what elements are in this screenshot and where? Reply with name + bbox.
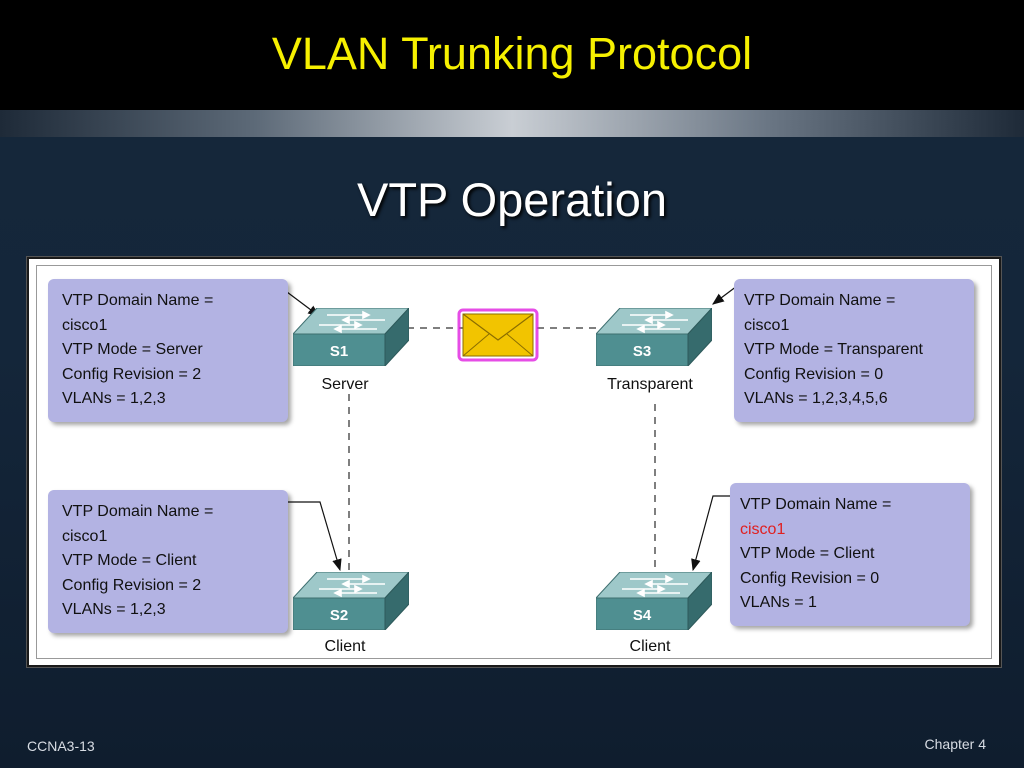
switch-s2: S2 (291, 570, 411, 632)
vtp-diagram: VTP Domain Name = cisco1 VTP Mode = Serv… (27, 257, 1001, 667)
envelope-icon (457, 308, 539, 362)
switch-s4-role: Client (629, 638, 671, 655)
info-s1-line4: Config Revision = 2 (62, 365, 202, 383)
info-s1-line2: cisco1 (62, 316, 108, 334)
slide-subtitle: VTP Operation (356, 173, 668, 226)
arrow-box3-s3 (712, 285, 738, 305)
switch-s1: S1 (291, 306, 411, 368)
slide-title: VLAN Trunking Protocol (271, 28, 753, 79)
switch-icon: S3 (594, 306, 714, 368)
info-s2-line3: VTP Mode = Client (62, 552, 197, 569)
info-s1-line3: VTP Mode = Server (62, 341, 203, 358)
info-box-s1: VTP Domain Name = cisco1 VTP Mode = Serv… (48, 279, 288, 422)
info-s1-line1: VTP Domain Name = (62, 292, 214, 309)
info-s4-line3: VTP Mode = Client (740, 545, 875, 562)
switch-icon: S2 (291, 570, 411, 632)
info-s2-line5: VLANs = 1,2,3 (62, 601, 166, 618)
footer-course-code: CCNA3-13 (27, 738, 95, 754)
diagram-canvas: VTP Domain Name = cisco1 VTP Mode = Serv… (36, 265, 992, 659)
info-s4-line5: VLANs = 1 (740, 594, 817, 611)
info-s3-line5: VLANs = 1,2,3,4,5,6 (744, 390, 888, 407)
info-s2-line1: VTP Domain Name = (62, 503, 214, 520)
switch-s1-role: Server (321, 376, 369, 393)
switch-icon: S1 (291, 306, 411, 368)
switch-s4-id: S4 (633, 607, 652, 624)
switch-s2-id: S2 (330, 607, 348, 624)
arrow-box4-s4 (691, 495, 730, 572)
switch-s2-role: Client (324, 638, 366, 655)
footer-chapter: Chapter 4 (924, 736, 986, 752)
info-s1-line5: VLANs = 1,2,3 (62, 390, 166, 407)
arrow-box2-s2 (287, 501, 342, 572)
switch-s3-role: Transparent (607, 376, 693, 393)
info-box-s4: VTP Domain Name = cisco1 VTP Mode = Clie… (730, 483, 970, 626)
info-s3-line4: Config Revision = 0 (744, 365, 884, 383)
switch-s4: S4 (594, 570, 714, 632)
info-s3-line2: cisco1 (744, 316, 790, 334)
switch-s3-id: S3 (633, 343, 651, 360)
info-s2-line2: cisco1 (62, 527, 108, 545)
switch-s3: S3 (594, 306, 714, 368)
info-s4-line1: VTP Domain Name = (740, 496, 892, 513)
info-box-s2: VTP Domain Name = cisco1 VTP Mode = Clie… (48, 490, 288, 633)
info-s4-line4: Config Revision = 0 (740, 569, 880, 587)
info-box-s3: VTP Domain Name = cisco1 VTP Mode = Tran… (734, 279, 974, 422)
switch-icon: S4 (594, 570, 714, 632)
switch-s1-id: S1 (330, 343, 348, 360)
silver-band (0, 110, 1024, 137)
info-s3-line1: VTP Domain Name = (744, 292, 896, 309)
title-bar: VLAN Trunking Protocol (0, 0, 1024, 110)
info-s4-line2-highlight: cisco1 (740, 520, 786, 538)
info-s3-line3: VTP Mode = Transparent (744, 341, 923, 358)
info-s2-line4: Config Revision = 2 (62, 576, 202, 594)
diagram-connections (286, 285, 738, 572)
